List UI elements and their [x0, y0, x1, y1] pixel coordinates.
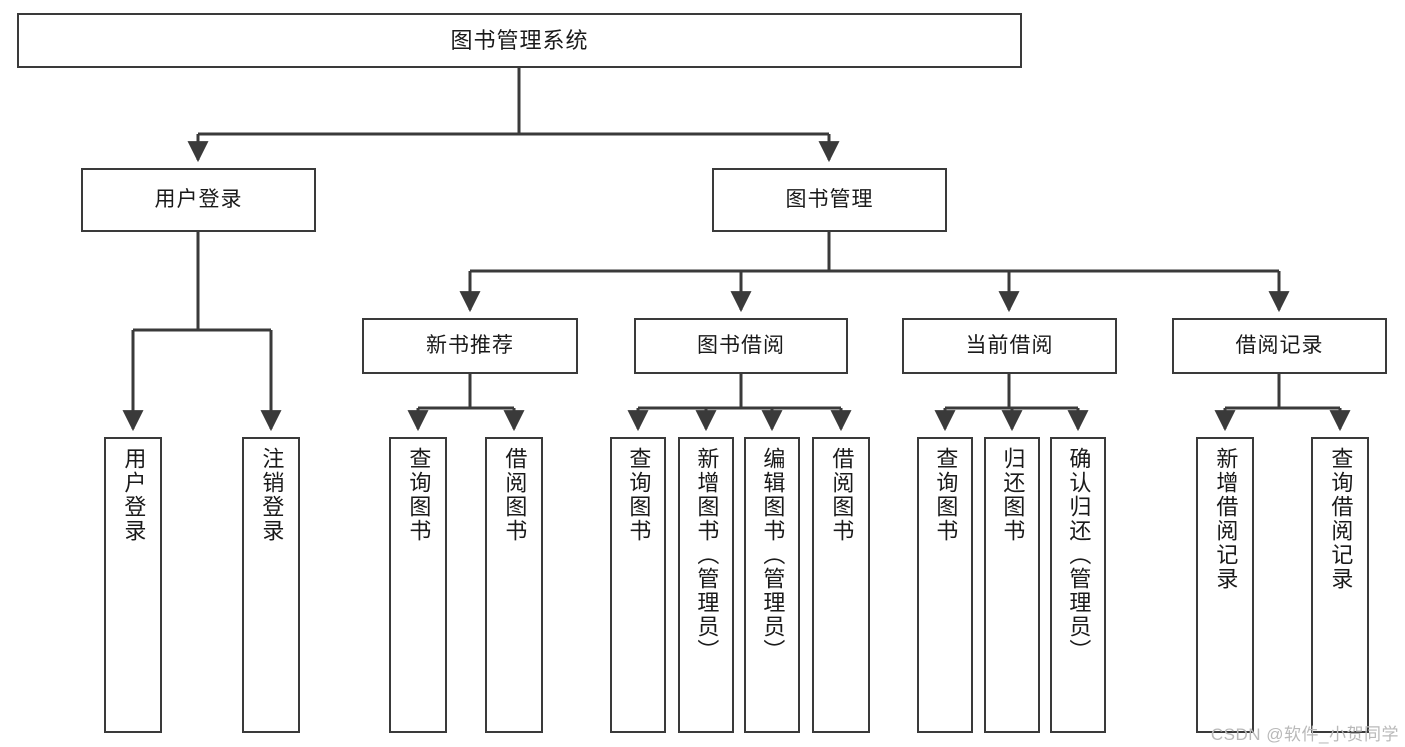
node-leaf-user-login[interactable]: 用户登录: [104, 437, 162, 733]
node-user-login[interactable]: 用户登录: [81, 168, 316, 232]
node-leaf-return-book-label: 归还图书: [1000, 447, 1026, 543]
node-leaf-borrow-book-rec[interactable]: 借阅图书: [485, 437, 543, 733]
node-leaf-add-book-label: 新增图书（管理员）: [694, 447, 720, 663]
node-leaf-query-book-rec[interactable]: 查询图书: [389, 437, 447, 733]
node-user-login-label: 用户登录: [154, 187, 243, 211]
node-leaf-add-record[interactable]: 新增借阅记录: [1196, 437, 1254, 733]
node-leaf-confirm-return-label: 确认归还（管理员）: [1066, 447, 1092, 663]
node-root-label: 图书管理系统: [450, 27, 589, 53]
node-book-manage[interactable]: 图书管理: [712, 168, 947, 232]
node-leaf-return-book[interactable]: 归还图书: [984, 437, 1040, 733]
node-leaf-logout-label: 注销登录: [259, 447, 285, 543]
node-leaf-query-book-borrow-label: 查询图书: [626, 447, 652, 543]
node-leaf-query-book-current[interactable]: 查询图书: [917, 437, 973, 733]
node-borrow-record-label: 借阅记录: [1235, 333, 1324, 357]
node-leaf-confirm-return[interactable]: 确认归还（管理员）: [1050, 437, 1106, 733]
node-book-manage-label: 图书管理: [785, 187, 874, 211]
node-book-borrow-label: 图书借阅: [697, 333, 785, 357]
node-current-borrow[interactable]: 当前借阅: [902, 318, 1117, 374]
node-current-borrow-label: 当前借阅: [965, 333, 1054, 357]
node-leaf-logout[interactable]: 注销登录: [242, 437, 300, 733]
node-leaf-edit-book-label: 编辑图书（管理员）: [760, 447, 786, 663]
node-leaf-add-book[interactable]: 新增图书（管理员）: [678, 437, 734, 733]
node-new-book-rec[interactable]: 新书推荐: [362, 318, 578, 374]
node-leaf-edit-book[interactable]: 编辑图书（管理员）: [744, 437, 800, 733]
node-root[interactable]: 图书管理系统: [17, 13, 1022, 68]
node-leaf-query-record-label: 查询借阅记录: [1328, 447, 1354, 591]
node-leaf-query-book-borrow[interactable]: 查询图书: [610, 437, 666, 733]
node-leaf-add-record-label: 新增借阅记录: [1213, 447, 1239, 591]
node-leaf-query-book-rec-label: 查询图书: [406, 447, 432, 543]
node-new-book-rec-label: 新书推荐: [426, 333, 514, 357]
node-book-borrow[interactable]: 图书借阅: [634, 318, 848, 374]
node-borrow-record[interactable]: 借阅记录: [1172, 318, 1387, 374]
node-leaf-query-record[interactable]: 查询借阅记录: [1311, 437, 1369, 733]
node-leaf-borrow-book-rec-label: 借阅图书: [502, 447, 528, 543]
node-leaf-borrow-book-label: 借阅图书: [829, 447, 855, 543]
node-leaf-user-login-label: 用户登录: [121, 447, 147, 543]
node-leaf-borrow-book[interactable]: 借阅图书: [812, 437, 870, 733]
node-leaf-query-book-current-label: 查询图书: [933, 447, 959, 543]
